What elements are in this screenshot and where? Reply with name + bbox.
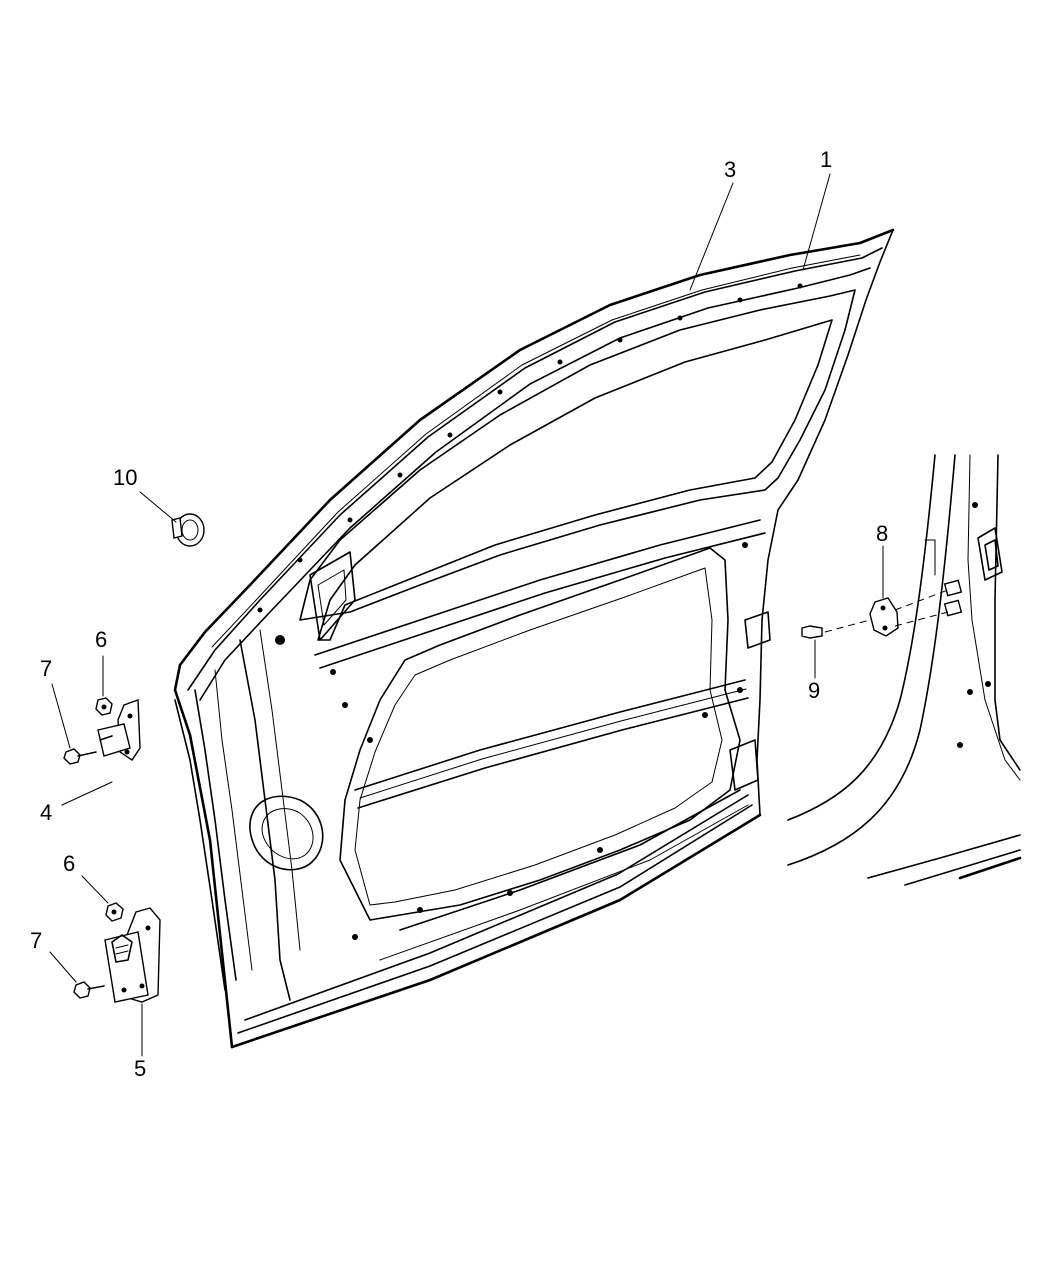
callout-7-lower: 7 xyxy=(30,928,42,953)
leader-lines xyxy=(49,173,884,1057)
nut-upper-icon xyxy=(95,697,113,716)
callout-6-upper: 6 xyxy=(95,627,107,652)
hinge-lower-icon xyxy=(104,907,161,1003)
striker-icon xyxy=(869,589,949,637)
screw-icon xyxy=(801,619,871,639)
hinge-upper-icon xyxy=(97,699,141,761)
bolt-upper-icon xyxy=(63,748,97,765)
nut-lower-icon xyxy=(105,902,124,922)
callout-4: 4 xyxy=(40,800,52,825)
callout-3: 3 xyxy=(724,157,736,182)
door-holes xyxy=(257,283,803,940)
callout-7-upper: 7 xyxy=(40,656,52,681)
callout-1: 1 xyxy=(820,147,832,172)
weatherstrip-icon xyxy=(211,254,861,648)
bolt-lower-icon xyxy=(73,981,105,999)
callout-9: 9 xyxy=(808,678,820,703)
callout-10: 10 xyxy=(113,465,137,490)
body-pillar-icon xyxy=(787,454,1022,886)
callout-6-lower: 6 xyxy=(63,851,75,876)
plug-icon xyxy=(171,513,205,547)
callout-8: 8 xyxy=(876,521,888,546)
callout-5: 5 xyxy=(134,1056,146,1081)
door-shell-icon xyxy=(173,228,895,1049)
